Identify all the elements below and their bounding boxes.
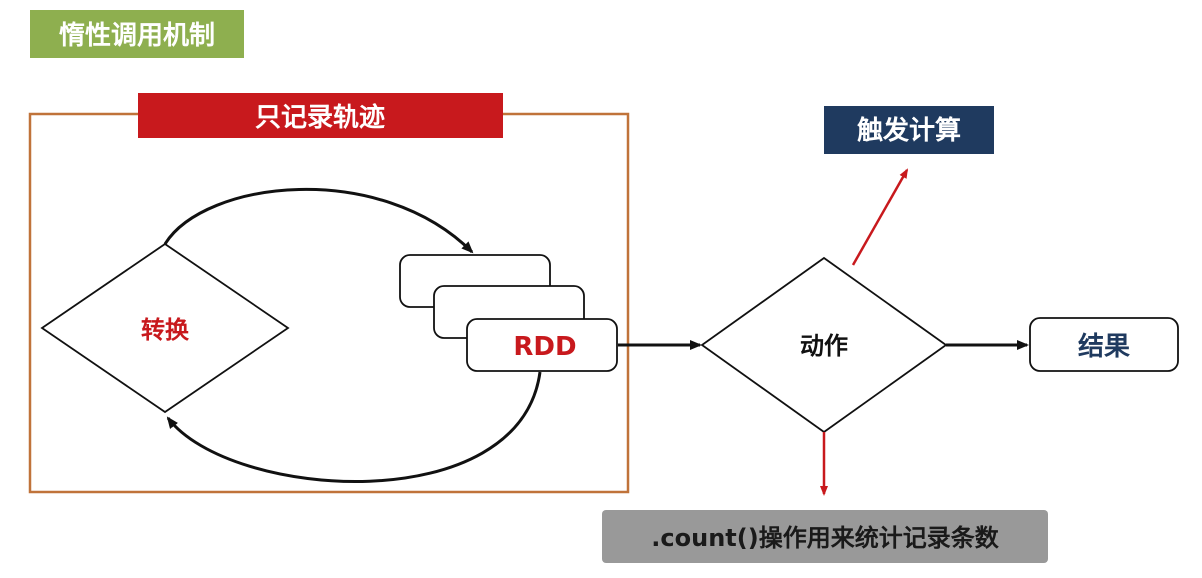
transform-label: 转换 [141,316,190,344]
result-box [1029,317,1179,372]
action-label: 动作 [800,332,848,360]
frame-label: 只记录轨迹 [255,102,385,133]
trigger-arrow [851,168,909,266]
title-badge [30,10,244,58]
transform-to-rdd-arrow [163,188,474,254]
frame-label-badge [138,93,503,138]
trigger-label: 触发计算 [857,115,961,146]
rdd-to-transform-arrow [166,371,542,483]
transform-diamond [40,242,290,414]
count-note-badge [602,510,1048,563]
rdd-label: RDD [513,332,576,362]
trigger-badge [824,106,994,154]
count-note: .count()操作用来统计记录条数 [651,524,999,552]
rdd-box-front [466,318,618,372]
result-label: 结果 [1078,332,1130,362]
page-title: 惰性调用机制 [59,21,215,51]
